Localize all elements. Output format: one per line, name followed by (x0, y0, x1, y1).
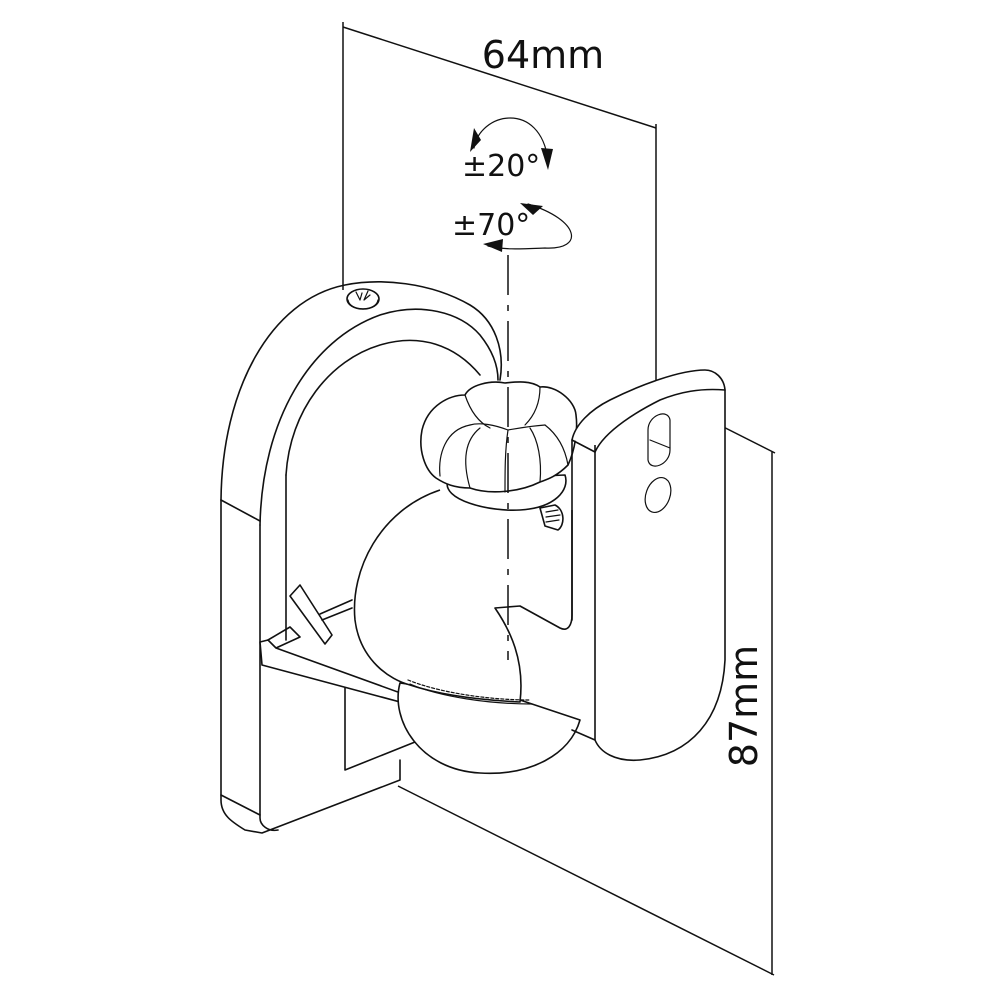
width-dimension: 64mm (342, 22, 657, 385)
swivel-indicator: ±70° (452, 203, 573, 252)
slot-hole-icon (647, 413, 671, 467)
star-knob-icon (420, 381, 578, 512)
speaker-plate (571, 369, 726, 762)
ball-joint (353, 489, 581, 775)
height-label: 87mm (722, 645, 766, 767)
support-rib (259, 584, 421, 707)
round-hole-icon (644, 476, 672, 514)
tilt-label: ±20° (462, 149, 540, 184)
swivel-arrow-top-icon (520, 203, 543, 215)
tilt-arrow-left-icon (470, 128, 481, 152)
tilt-arrow-right-icon (541, 148, 553, 170)
width-dimension-line (342, 26, 657, 129)
swivel-arc (487, 203, 573, 250)
wall-plate (220, 281, 502, 834)
height-extension-bottom (397, 785, 775, 976)
swivel-label: ±70° (452, 208, 530, 243)
width-label: 64mm (482, 33, 604, 77)
top-screw-icon (346, 288, 380, 310)
tilt-indicator: ±20° (462, 117, 553, 184)
swivel-arrow-bottom-icon (483, 239, 503, 252)
